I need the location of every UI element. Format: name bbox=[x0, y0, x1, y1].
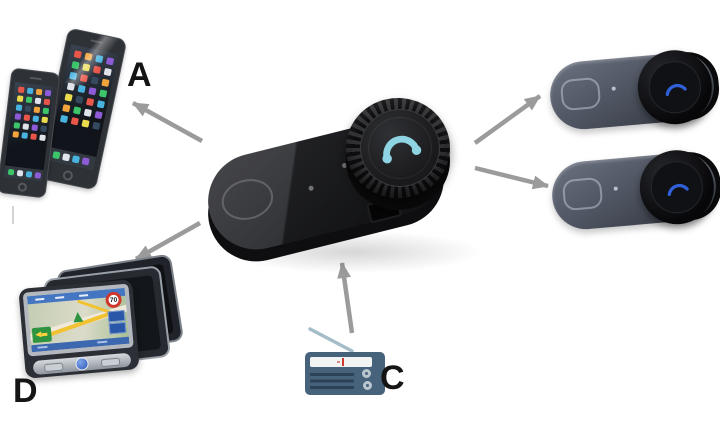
phone-handset-icon bbox=[382, 135, 422, 164]
gps-side-button bbox=[100, 357, 121, 368]
arrow-to-intercom-top bbox=[473, 94, 542, 145]
gps-side-button bbox=[43, 362, 64, 373]
label-radio: C bbox=[380, 359, 405, 397]
radio-knob bbox=[363, 381, 372, 390]
radio-knob bbox=[362, 369, 371, 378]
gps-center-button bbox=[75, 356, 90, 371]
radio-speaker-grille bbox=[310, 373, 354, 391]
phone-speaker bbox=[29, 76, 42, 81]
radio-tuner-strip bbox=[310, 357, 372, 367]
intercom-dial-face bbox=[648, 159, 706, 216]
fm-radio-icon bbox=[305, 352, 385, 395]
intercom-dial bbox=[636, 147, 717, 228]
tuner-tick bbox=[337, 361, 340, 363]
phone-handset-icon bbox=[665, 83, 687, 97]
intercom-led bbox=[613, 186, 618, 191]
phone-dock bbox=[3, 165, 44, 183]
speed-limit-value: 70 bbox=[109, 296, 118, 304]
tuner-needle bbox=[342, 358, 344, 366]
intercom-dial bbox=[634, 47, 715, 128]
label-gps: D bbox=[13, 372, 38, 410]
gps-button-panel bbox=[32, 352, 132, 376]
nav-position-arrow bbox=[72, 311, 84, 323]
intercom-led bbox=[611, 86, 616, 91]
smartphones-image bbox=[0, 20, 130, 199]
intercom-main-unit bbox=[197, 80, 488, 274]
gps-map-screen: 70 bbox=[26, 287, 130, 353]
app-icons-grid bbox=[17, 86, 25, 94]
gps-unit-front: 70 bbox=[18, 279, 140, 379]
intercom-left-button bbox=[561, 176, 604, 212]
intercom-dial-face bbox=[646, 59, 704, 116]
intercom-left-button bbox=[559, 76, 602, 112]
gps-info-box bbox=[108, 321, 127, 335]
next-turn-box bbox=[31, 326, 52, 344]
arrow-to-intercom-bottom bbox=[474, 165, 549, 190]
intercom-unit-top bbox=[547, 47, 720, 133]
label-smartphones: A bbox=[127, 56, 152, 94]
arrow-to-smartphones bbox=[131, 101, 204, 143]
home-button bbox=[61, 169, 74, 182]
phone-handset-icon bbox=[667, 183, 689, 197]
arrow-to-gps bbox=[134, 221, 202, 261]
intercom-unit-bottom bbox=[549, 147, 720, 233]
hub-dial-face bbox=[360, 109, 440, 187]
gps-info-box bbox=[107, 309, 126, 323]
home-button bbox=[16, 182, 27, 193]
phone-dock bbox=[46, 147, 97, 171]
phone-screen bbox=[3, 81, 54, 183]
radio-antenna bbox=[308, 327, 354, 353]
gps-devices-image: 70 bbox=[18, 253, 185, 380]
